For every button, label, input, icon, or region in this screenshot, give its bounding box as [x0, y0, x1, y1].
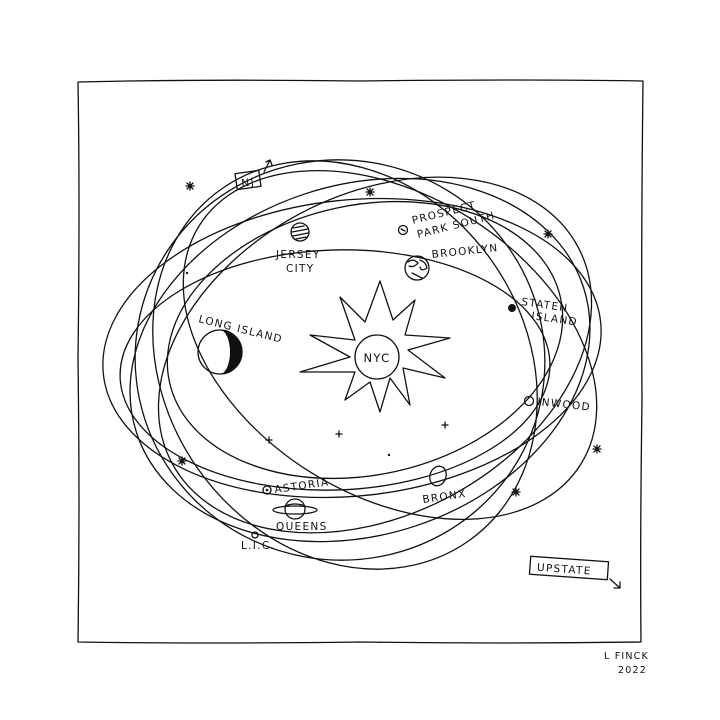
sun-label: NYC: [364, 351, 391, 365]
star-dot: [185, 271, 189, 275]
staten-island-planet: [508, 304, 516, 312]
star-icon: [185, 181, 195, 191]
star-dot: [387, 453, 391, 457]
nj-label: NJ: [241, 176, 256, 190]
long-island-label: LONG ISLAND: [197, 313, 284, 346]
nj-sign: [234, 159, 273, 191]
star-icon: [592, 444, 602, 454]
orbit-3: [134, 159, 546, 561]
signature-name: L FINCK: [604, 651, 649, 662]
signature-year: 2022: [618, 665, 647, 676]
brooklyn-planet: [404, 255, 430, 281]
sun-rays: [299, 280, 451, 413]
star-icon: [441, 421, 449, 429]
orbit-6: [182, 170, 598, 520]
orbit-7: [119, 249, 551, 491]
frame-border: [77, 79, 644, 644]
jersey-city-label-1: JERSEY: [275, 249, 321, 261]
upstate-label: UPSTATE: [537, 562, 593, 578]
orbit-4: [157, 176, 593, 534]
sun-core: [354, 334, 400, 380]
bronx-planet: [429, 465, 447, 487]
upstate-sign: [528, 555, 621, 589]
brooklyn-label: BROOKLYN: [431, 242, 499, 261]
orbit-5: [152, 160, 538, 570]
star-icon: [365, 187, 375, 197]
prospect-park-south-planet: [397, 224, 409, 236]
star-icon: [177, 456, 187, 466]
queens-label: QUEENS: [276, 521, 328, 533]
stars: [177, 181, 602, 497]
star-icon: [511, 487, 521, 497]
queens-planet: [272, 498, 318, 520]
arrow-down-right-icon: [609, 578, 621, 589]
star-icon: [265, 436, 273, 444]
lic-label: L.I.C.: [241, 540, 275, 552]
orbit-1: [102, 197, 602, 499]
astoria-label: ASTORIA: [274, 476, 330, 496]
nyc-sun: NYC: [299, 280, 451, 413]
star-icon: [335, 430, 343, 438]
orbits: [102, 159, 602, 570]
jersey-city-label-2: CITY: [286, 263, 314, 275]
orbit-2: [129, 177, 591, 543]
orbit-8: [166, 200, 564, 480]
star-icon: [543, 229, 553, 239]
astoria-planet: [262, 485, 272, 495]
inwood-planet: [523, 395, 535, 407]
inwood-label: INWOOD: [537, 396, 592, 414]
lic-planet: [251, 531, 259, 539]
jersey-city-planet: [290, 222, 310, 242]
long-island-shadow: [220, 330, 242, 374]
bronx-label: BRONX: [422, 488, 468, 506]
long-island-planet: [197, 329, 243, 375]
arrow-up-right-icon: [263, 159, 273, 173]
